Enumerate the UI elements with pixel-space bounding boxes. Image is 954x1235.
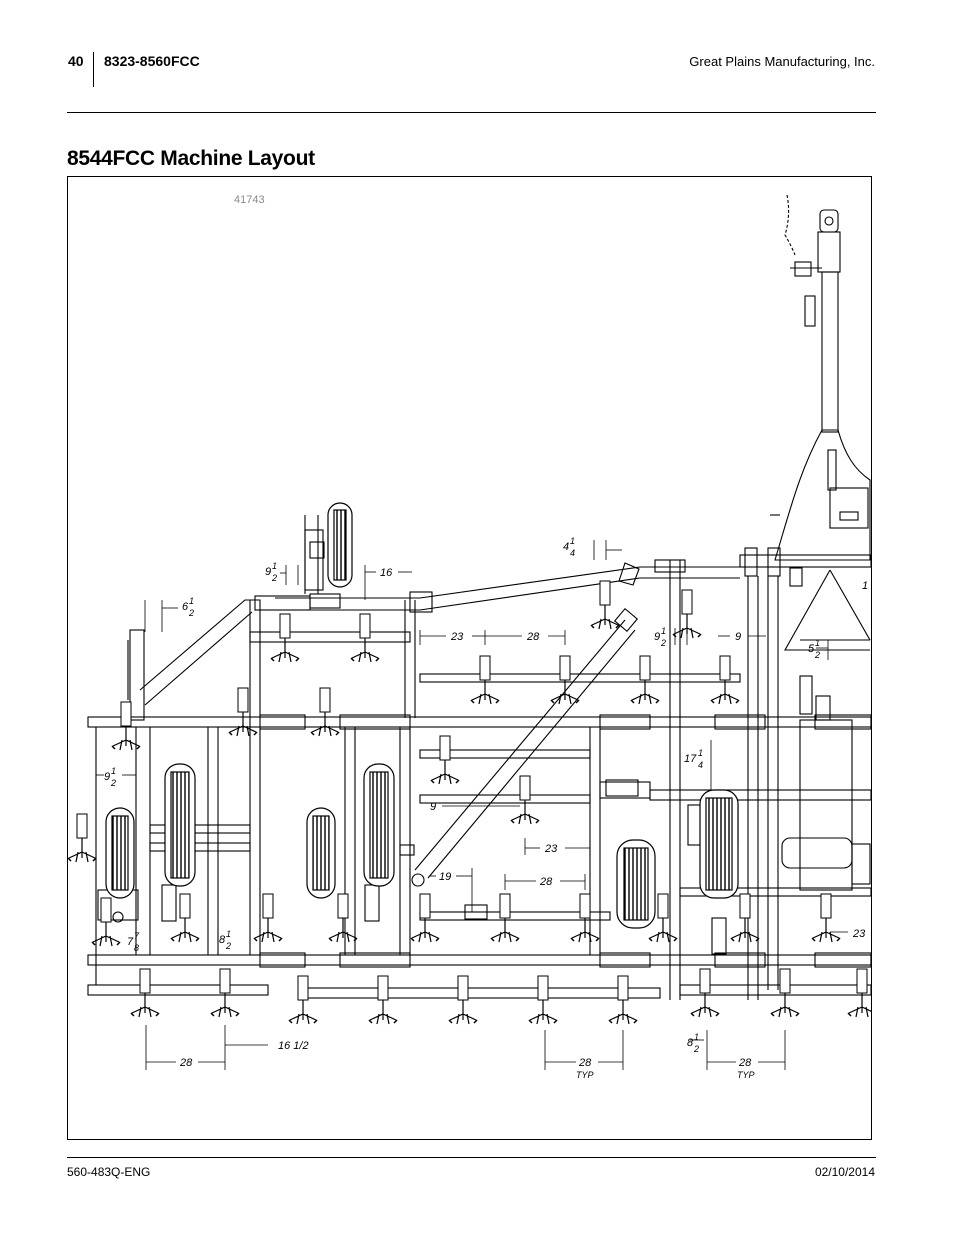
dim-9-1-2-c: 9: [104, 771, 110, 783]
dim-28-c: 28: [179, 1057, 193, 1069]
page-title: 8544FCC Machine Layout: [67, 147, 315, 170]
footer-rule: [67, 1157, 876, 1158]
dim-17-1-4-den: 4: [698, 760, 703, 770]
dim-9-1-2-a: 9: [265, 566, 271, 578]
dim-28-b: 28: [539, 876, 553, 888]
typ-label-a: TYP: [576, 1070, 594, 1080]
dim-28-typ-b: 28: [738, 1057, 752, 1069]
figure-frame: [67, 176, 872, 1140]
dim-1-edge: 1: [862, 580, 868, 592]
header-divider: [93, 52, 94, 87]
dim-19: 19: [439, 871, 451, 883]
dim-9-b: 9: [430, 801, 436, 813]
dim-6-1-2: 6: [182, 601, 189, 613]
dim-17-1-4: 17: [684, 753, 697, 765]
dim-8-1-2-b-den: 2: [693, 1044, 699, 1054]
machine-layout-drawing: 4 1 4 9 1 2 16 6 1 2 23 28 9 1 2 9 5 1 2…: [68, 194, 871, 1080]
dim-8-1-2-b-num: 1: [694, 1032, 699, 1042]
model-range: 8323-8560FCC: [104, 53, 200, 69]
figure-number: 41743: [234, 194, 265, 206]
dim-8-1-2-b: 8: [687, 1037, 694, 1049]
dim-4-1-4-num: 1: [570, 536, 575, 546]
dim-9-1-2-a-num: 1: [272, 561, 277, 571]
dim-8-1-2-a: 8: [219, 934, 226, 946]
dim-6-1-2-den: 2: [188, 608, 194, 618]
dim-9-1-2-b-num: 1: [661, 626, 666, 636]
dim-9-1-2-c-num: 1: [111, 766, 116, 776]
dim-5-1-2-den: 2: [814, 650, 820, 660]
page-number: 40: [68, 53, 84, 69]
dim-9-1-2-b: 9: [654, 631, 660, 643]
dim-23-b: 23: [544, 843, 558, 855]
dim-17-1-4-num: 1: [698, 748, 703, 758]
dim-6-1-2-num: 1: [189, 596, 194, 606]
dim-5-1-2: 5: [808, 643, 815, 655]
dim-28-typ-a: 28: [578, 1057, 592, 1069]
dim-9-1-2-b-den: 2: [660, 638, 666, 648]
typ-label-b: TYP: [737, 1070, 755, 1080]
dim-4-1-4-den: 4: [570, 548, 575, 558]
dim-8-1-2-a-den: 2: [225, 941, 231, 951]
dim-7-7-8: 7: [127, 936, 134, 948]
dim-4-1-4: 4: [563, 541, 569, 553]
dim-9-1-2-a-den: 2: [271, 573, 277, 583]
dim-7-7-8-num: 7: [134, 931, 140, 941]
company-name: Great Plains Manufacturing, Inc.: [689, 54, 875, 69]
dim-9-1-2-c-den: 2: [110, 778, 116, 788]
dim-16: 16: [380, 567, 393, 579]
header-rule: [67, 112, 876, 113]
dim-5-1-2-num: 1: [815, 638, 820, 648]
dim-23-c: 23: [852, 928, 866, 940]
document-number: 560-483Q-ENG: [67, 1165, 151, 1179]
dim-23-a: 23: [450, 631, 464, 643]
publication-date: 02/10/2014: [814, 1165, 875, 1179]
dim-8-1-2-a-num: 1: [226, 929, 231, 939]
dim-28-a: 28: [526, 631, 540, 643]
dim-9-a: 9: [735, 631, 741, 643]
dim-7-7-8-den: 8: [134, 943, 139, 953]
dim-16-1-2: 16 1/2: [278, 1040, 309, 1052]
